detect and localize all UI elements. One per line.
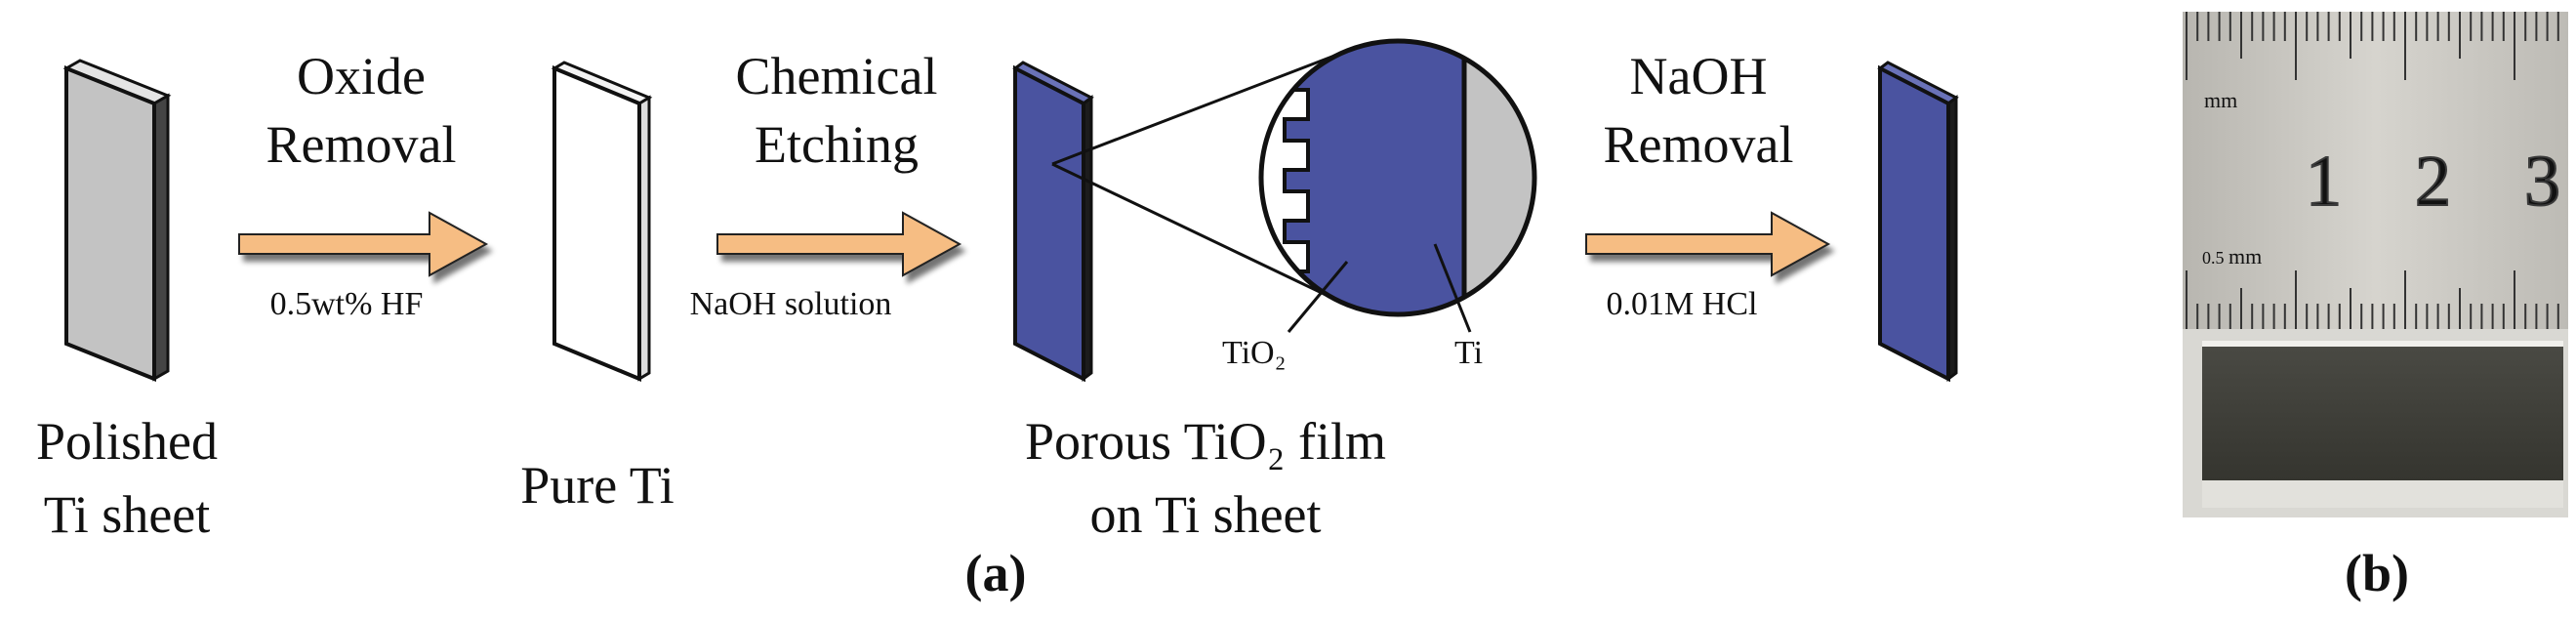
zoom-lines bbox=[1051, 51, 1343, 305]
sample-photo: mm 0.5 mm 1 2 3 bbox=[2183, 12, 2568, 517]
arrow-oxide-removal bbox=[238, 211, 489, 277]
sample-film bbox=[2202, 344, 2563, 480]
sample-2-label: Pure Ti bbox=[520, 456, 675, 515]
ruler-number-1: 1 bbox=[2306, 142, 2342, 222]
step-3-reagent: 0.01M HCl bbox=[1607, 286, 1758, 322]
step-1-title-line1: Oxide bbox=[297, 47, 426, 105]
inset-label-ti: Ti bbox=[1454, 335, 1483, 371]
step-oxide-removal: Oxide Removal 0.5wt% HF bbox=[266, 47, 457, 322]
sample-3-label-line2: on Ti sheet bbox=[1089, 485, 1321, 544]
ruler-unit-mm-lower: mm bbox=[2228, 244, 2262, 269]
ruler-unit-mm: mm bbox=[2204, 88, 2237, 112]
porous-tio2-sheet bbox=[1012, 61, 1094, 383]
step-2-title-line2: Etching bbox=[755, 115, 919, 174]
ruler-number-3: 3 bbox=[2524, 142, 2560, 222]
ruler bbox=[2183, 12, 2568, 329]
ruler-unit-half-mm: 0.5 bbox=[2202, 248, 2225, 268]
sample-1-label-line1: Polished bbox=[36, 412, 218, 471]
step-3-title-line1: NaOH bbox=[1630, 47, 1768, 105]
step-naoh-removal: NaOH Removal 0.01M HCl bbox=[1604, 47, 1794, 322]
final-sheet bbox=[1877, 61, 1959, 383]
arrow-chemical-etching bbox=[716, 211, 962, 277]
panel-b-label: (b) bbox=[2345, 544, 2409, 602]
ruler-number-2: 2 bbox=[2415, 142, 2451, 222]
step-chemical-etching: Chemical Etching NaOH solution bbox=[690, 47, 938, 322]
step-2-title-line1: Chemical bbox=[736, 47, 938, 105]
step-3-title-line2: Removal bbox=[1604, 115, 1794, 174]
tio2-leader-line bbox=[1287, 261, 1349, 333]
ruler-ticks bbox=[2186, 12, 2559, 329]
ti-leader-line bbox=[1433, 243, 1472, 333]
step-1-reagent: 0.5wt% HF bbox=[270, 286, 424, 322]
polished-ti-sheet bbox=[62, 59, 172, 382]
cross-section-inset bbox=[1258, 38, 1537, 317]
panel-a-label: (a) bbox=[965, 544, 1027, 602]
pure-ti-sheet bbox=[551, 61, 653, 382]
arrow-naoh-removal bbox=[1585, 211, 1831, 277]
step-2-reagent: NaOH solution bbox=[690, 286, 892, 322]
sample-1-label-line2: Ti sheet bbox=[44, 485, 211, 544]
sample-3-label-line1: Porous TiO₂ film bbox=[1025, 412, 1386, 471]
inset-label-tio2: TiO₂ bbox=[1222, 335, 1286, 371]
step-1-title-line2: Removal bbox=[266, 115, 457, 174]
